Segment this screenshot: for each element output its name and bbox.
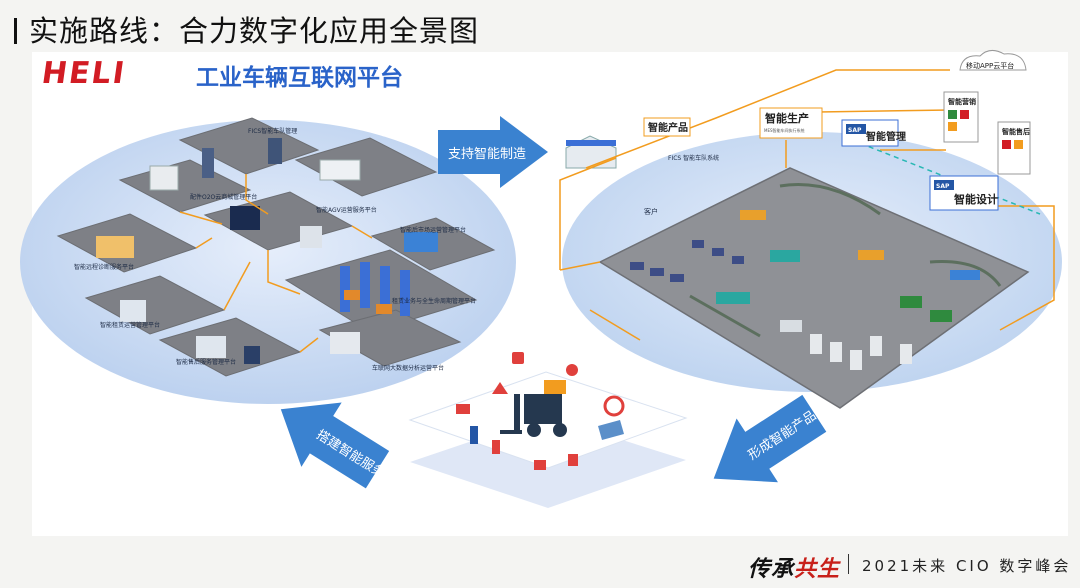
left-tag-7: 智能售后服务管理平台 xyxy=(176,358,236,366)
label-smart-management: 智能管理 xyxy=(866,130,906,143)
forklift-icon xyxy=(500,380,567,437)
slogan-part-1: 传承 xyxy=(748,556,795,582)
smart-forklift-card xyxy=(408,352,688,508)
slogan-part-2: 共生 xyxy=(794,556,841,582)
factory-machines xyxy=(630,210,980,370)
slide-title: 实施路线：合力数字化应用全景图 xyxy=(14,8,479,50)
label-smart-after-sales: 智能售后 xyxy=(1002,127,1030,136)
label-sap: SAP xyxy=(848,127,862,134)
satellite-icon xyxy=(598,420,624,440)
left-equipment xyxy=(96,138,438,364)
operator-icon xyxy=(492,440,500,454)
arrow-smart-product: 形成智能产品 xyxy=(713,394,827,483)
alert-icon xyxy=(512,352,524,364)
arrow-support-manufacturing: 支持智能制造 xyxy=(438,116,548,188)
left-tag-2: 智能AGV运营服务平台 xyxy=(316,206,377,214)
right-labels: 智能产品 智能生产 MES智能车间执行系统 SAP 智能管理 SAP 智能设计 … xyxy=(643,50,1031,216)
sensor-icon xyxy=(470,426,478,444)
left-tag-8: 车联网大数据分析运营平台 xyxy=(372,364,444,372)
left-tag-3: 智能后市场运营管理平台 xyxy=(400,226,466,234)
label-smart-production-sub: MES智能车间执行系统 xyxy=(764,127,805,133)
footer xyxy=(0,540,1080,588)
footer-event: 2021未来 CIO 数字峰会 xyxy=(862,557,1072,575)
factory-lines xyxy=(689,183,1002,338)
right-connectors xyxy=(559,69,1055,341)
label-fics: FICS 智能车队系统 xyxy=(668,154,719,162)
label-sap-plm: SAP xyxy=(936,183,950,190)
antenna-icon xyxy=(568,454,578,466)
gauge-icon xyxy=(603,395,625,417)
label-smart-product: 智能产品 xyxy=(648,121,688,134)
footer-separator xyxy=(848,554,849,574)
iot-icons xyxy=(456,352,625,470)
temp-icon xyxy=(534,460,546,470)
left-tag-4: 智能远程诊断服务平台 xyxy=(74,263,134,271)
left-tags: FICS智能车队管理 配件O2O云商城管理平台 智能AGV运营服务平台 智能后市… xyxy=(74,127,476,372)
label-smart-marketing: 智能营销 xyxy=(948,97,976,106)
warehouse-icon xyxy=(565,135,617,169)
cloud-icon xyxy=(959,50,1027,71)
label-customer: 客户 xyxy=(644,207,658,216)
factory-floor xyxy=(598,167,1030,409)
warning-icon xyxy=(492,382,508,394)
label-mobile-cloud: 移动APP云平台 xyxy=(966,61,1014,70)
label-smart-production: 智能生产 xyxy=(765,111,809,125)
left-tag-1: 配件O2O云商城管理平台 xyxy=(190,193,257,201)
left-connectors xyxy=(179,174,373,353)
platform-title: 工业车辆互联网平台 xyxy=(196,65,403,91)
left-tag-5: 租赁业务与全生命周期管理平台 xyxy=(392,297,476,305)
lift-icon xyxy=(456,404,470,414)
slide-title-text: 实施路线：合力数字化应用全景图 xyxy=(29,14,480,48)
label-smart-design: 智能设计 xyxy=(954,192,998,206)
signal-icon xyxy=(566,364,578,376)
title-bar xyxy=(14,18,17,44)
left-tag-6: 智能租赁运营管理平台 xyxy=(100,321,160,329)
footer-slogan: 传承共生 xyxy=(748,551,840,583)
arrow-top-label: 支持智能制造 xyxy=(448,147,526,162)
left-tag-0: FICS智能车队管理 xyxy=(248,127,297,135)
